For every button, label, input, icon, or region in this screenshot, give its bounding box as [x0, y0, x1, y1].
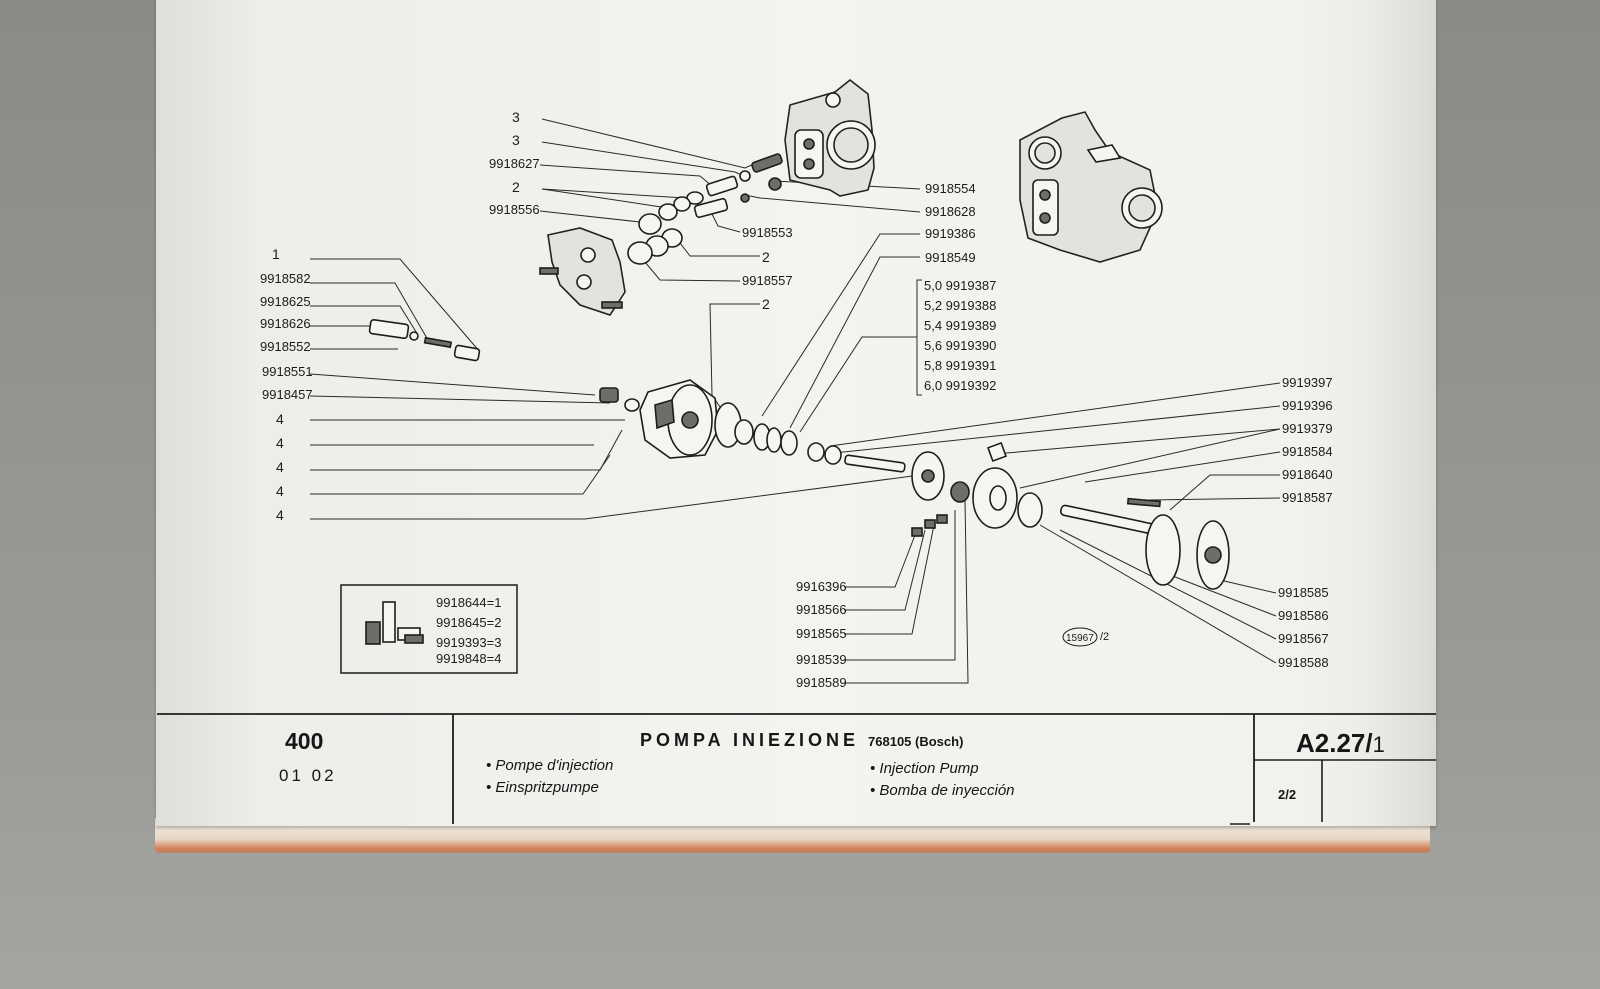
kit-item-label: 9918645=2	[436, 615, 501, 630]
label: 9919397	[1282, 375, 1333, 390]
title-block-frame	[157, 713, 1436, 825]
label: 9918557	[742, 273, 793, 288]
label: 9918565	[796, 626, 847, 641]
title-translation-fr: • Pompe d'injection	[486, 757, 614, 774]
label: 9919396	[1282, 398, 1333, 413]
catalog-page	[156, 0, 1436, 826]
model-variants: 01 02	[279, 766, 337, 785]
label: 3	[512, 132, 520, 148]
label: 9918567	[1278, 631, 1329, 646]
title-translation-en: • Injection Pump	[870, 760, 979, 777]
shim-size-label: 5,0 9919387	[924, 278, 996, 293]
title-translation-es: • Bomba de inyección	[870, 782, 1015, 799]
label: 2	[512, 179, 520, 195]
label: 9918551	[262, 364, 313, 379]
label: 4	[276, 483, 284, 499]
label: 9919386	[925, 226, 976, 241]
title-code: 768105 (Bosch)	[868, 734, 964, 749]
label: 3	[512, 109, 520, 125]
label: 9918554	[925, 181, 976, 196]
label: 9918556	[489, 202, 540, 217]
label: 9916396	[796, 579, 847, 594]
pump-parts	[368, 78, 1230, 590]
title-translation-de: • Einspritzpumpe	[486, 779, 599, 796]
drawing-stamp	[1062, 627, 1098, 647]
label: 9918585	[1278, 585, 1329, 600]
label: 4	[276, 507, 284, 523]
label: 9918552	[260, 339, 311, 354]
label: 9918553	[742, 225, 793, 240]
reference-code: A2.27/1	[1296, 728, 1385, 759]
shim-size-label: 5,2 9919388	[924, 298, 996, 313]
label: 2	[762, 249, 770, 265]
title-text: POMPA INIEZIONE	[640, 730, 860, 750]
label: 2	[762, 296, 770, 312]
part-labels: 3 3 9918627 2 9918556 1 9918582 9918625 …	[260, 109, 1333, 690]
shim-size-label: 6,0 9919392	[924, 378, 996, 393]
label: 9918539	[796, 652, 847, 667]
label: 9919379	[1282, 421, 1333, 436]
shim-size-label: 5,6 9919390	[924, 338, 996, 353]
stamp-number: 15967	[1066, 633, 1094, 644]
label: 9918586	[1278, 608, 1329, 623]
sheet-number: 2/2	[1278, 787, 1297, 802]
label: 9918582	[260, 271, 311, 286]
page-title: POMPA INIEZIONE 768105 (Bosch)	[640, 730, 963, 751]
label: 9918589	[796, 675, 847, 690]
kit-item-label: 9919848=4	[436, 651, 501, 666]
label: 9918588	[1278, 655, 1329, 670]
label: 9918625	[260, 294, 311, 309]
label: 9918627	[489, 156, 540, 171]
reference-main: A2.27/	[1296, 728, 1373, 758]
shim-size-label: 5,8 9919391	[924, 358, 996, 373]
label: 4	[276, 411, 284, 427]
label: 9918640	[1282, 467, 1333, 482]
reference-sub: 1	[1372, 732, 1385, 757]
label: 4	[276, 459, 284, 475]
label: 1	[272, 246, 280, 262]
model-number: 400	[285, 728, 324, 754]
label: 9918457	[262, 387, 313, 402]
label: 9918566	[796, 602, 847, 617]
label: 4	[276, 435, 284, 451]
shim-size-label: 5,4 9919389	[924, 318, 996, 333]
kit-item-label: 9918644=1	[436, 595, 501, 610]
label: 9918587	[1282, 490, 1333, 505]
service-kit-box	[340, 584, 518, 674]
label: 9918628	[925, 204, 976, 219]
label: 9918584	[1282, 444, 1333, 459]
kit-item-label: 9919393=3	[436, 635, 501, 650]
label: 9918626	[260, 316, 311, 331]
label: 9918549	[925, 250, 976, 265]
stamp-suffix: /2	[1100, 631, 1109, 643]
